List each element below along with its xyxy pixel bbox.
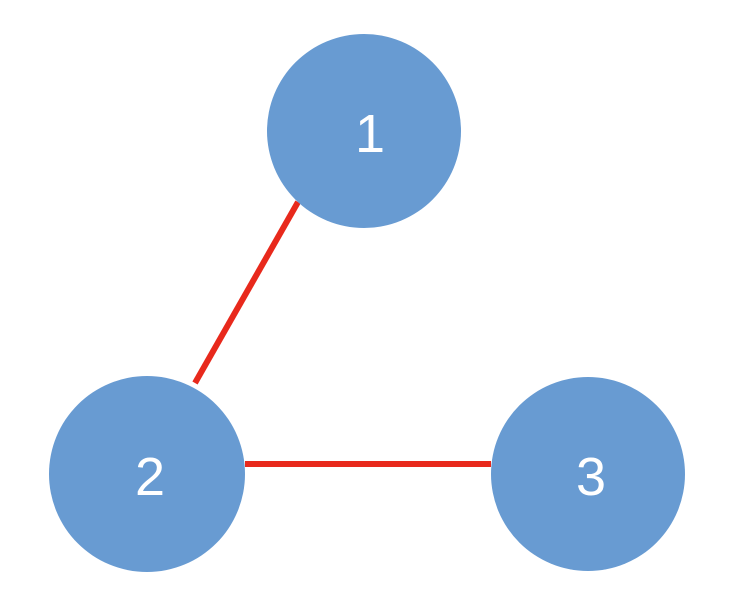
graph-node-3[interactable]: 3 xyxy=(491,377,685,571)
node-circle-3[interactable] xyxy=(491,377,685,571)
graph-node-2[interactable]: 2 xyxy=(49,376,245,572)
graph-node-1[interactable]: 1 xyxy=(267,34,461,228)
node-label-2: 2 xyxy=(135,447,165,507)
graph-edge-1-2[interactable] xyxy=(192,200,301,385)
nodes-layer: 1 2 3 xyxy=(49,34,685,572)
node-circle-1[interactable] xyxy=(267,34,461,228)
node-label-1: 1 xyxy=(355,104,385,164)
node-circle-2[interactable] xyxy=(49,376,245,572)
node-label-3: 3 xyxy=(576,447,606,507)
edges-layer xyxy=(192,200,491,467)
